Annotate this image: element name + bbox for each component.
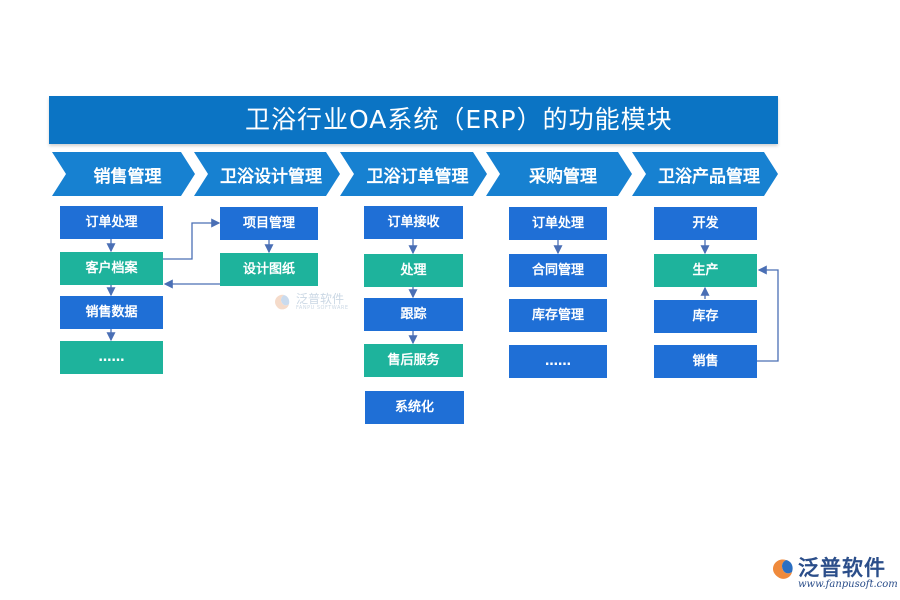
page-title: 卫浴行业OA系统（ERP）的功能模块	[245, 105, 673, 134]
item-design-drawings: 设计图纸	[220, 253, 318, 286]
title-bar: 卫浴行业OA系统（ERP）的功能模块	[49, 96, 778, 144]
module-label: 采购管理	[529, 166, 597, 187]
module-label: 卫浴设计管理	[220, 166, 322, 187]
arrow-customer-to-project	[163, 218, 221, 260]
module-product-header: 卫浴产品管理	[632, 152, 778, 196]
module-order-header: 卫浴订单管理	[340, 152, 487, 196]
item-product-sales: 销售	[654, 345, 757, 378]
item-project-management: 项目管理	[220, 207, 318, 240]
item-after-sales: 售后服务	[364, 344, 463, 377]
item-purchase-order: 订单处理	[509, 207, 607, 240]
item-customer-file: 客户档案	[60, 252, 163, 285]
item-systematize: 系统化	[365, 391, 464, 424]
fanpu-logo-icon	[773, 559, 793, 579]
item-order-track: 跟踪	[364, 298, 463, 331]
item-sales-order: 订单处理	[60, 206, 163, 239]
watermark: 泛普软件 FANPU SOFTWARE	[272, 290, 367, 316]
module-design-header: 卫浴设计管理	[194, 152, 340, 196]
logo-name: 泛普软件	[798, 556, 886, 580]
item-order-process: 处理	[364, 254, 463, 287]
arrow-sales-to-production	[757, 265, 779, 362]
item-purchase-more: ……	[509, 345, 607, 378]
module-label: 销售管理	[93, 166, 162, 187]
item-stock: 库存	[654, 300, 757, 333]
module-label: 卫浴产品管理	[658, 166, 760, 187]
watermark-sub: FANPU SOFTWARE	[296, 305, 349, 311]
module-label: 卫浴订单管理	[366, 166, 469, 187]
watermark-name: 泛普软件	[296, 292, 345, 306]
module-purchase-header: 采购管理	[486, 152, 632, 196]
item-inventory-management: 库存管理	[509, 299, 607, 332]
item-contract-management: 合同管理	[509, 254, 607, 287]
module-sales-header: 销售管理	[52, 152, 195, 196]
item-sales-data: 销售数据	[60, 296, 163, 329]
item-order-receive: 订单接收	[364, 206, 463, 239]
logo-url: www.fanpusoft.com	[798, 579, 898, 590]
item-develop: 开发	[654, 207, 757, 240]
fanpu-watermark-icon	[275, 294, 290, 310]
item-sales-more: ……	[60, 341, 163, 374]
item-production: 生产	[654, 254, 757, 287]
fanpu-logo: 泛普软件 www.fanpusoft.com	[768, 552, 898, 594]
